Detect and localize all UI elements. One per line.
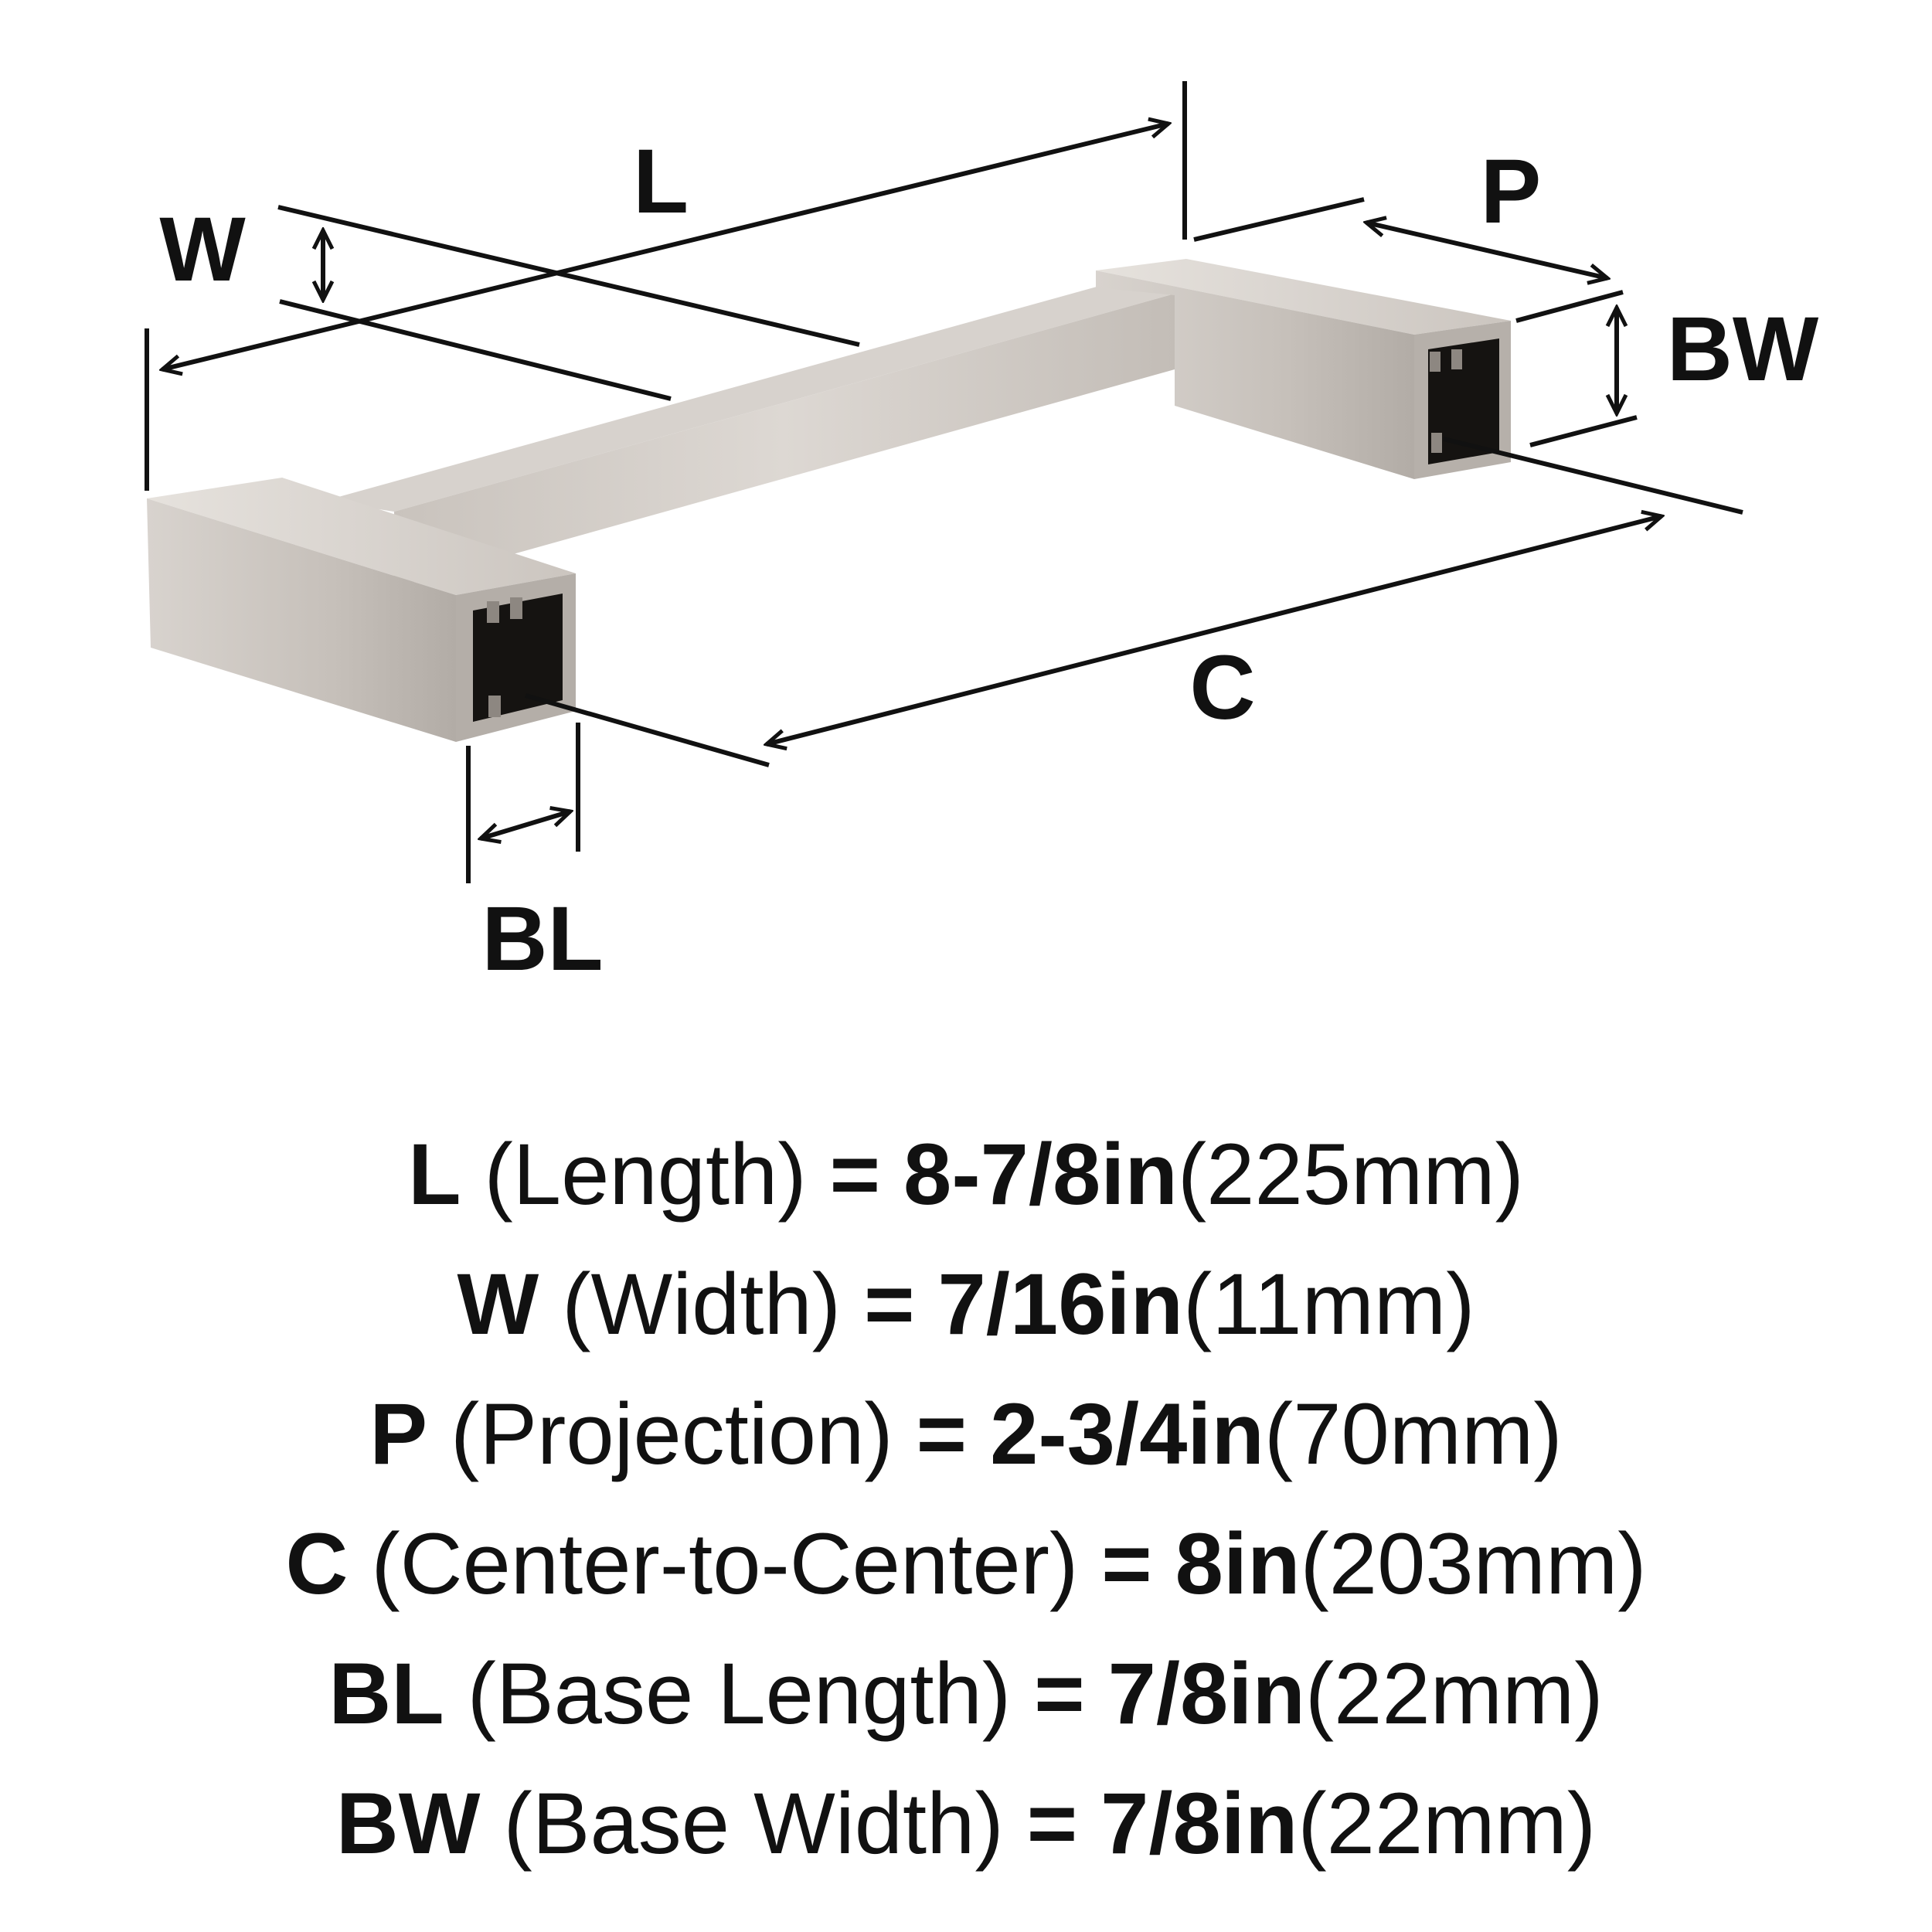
spec-row: C(Center-to-Center)=8in(203mm) [0,1514,1932,1644]
spec-equals: = [1026,1775,1078,1872]
p-extension [1193,197,1365,242]
label-p: P [1481,141,1542,243]
right-post-hole [1428,338,1499,464]
spec-equals: = [1034,1645,1085,1742]
c-extension-right [1443,437,1743,515]
right-post-top [1096,259,1511,335]
spec-row: W(Width)=7/16in(11mm) [0,1254,1932,1384]
bw-extension-top [1515,290,1624,323]
label-bl: BL [481,888,603,990]
spec-name: (Projection) [451,1386,893,1482]
spec-name: (Length) [484,1126,807,1223]
label-w: W [159,199,246,301]
spec-symbol: BW [335,1775,481,1872]
spec-metric: (225mm) [1177,1126,1524,1223]
w-extension-bottom [279,299,672,401]
p-dimension-arrow [1366,223,1607,278]
spec-name: (Width) [562,1256,842,1352]
spec-imperial: 8in [1175,1515,1301,1612]
c-dimension-arrow [767,516,1662,744]
c-extension-left [525,693,770,767]
dimension-lines [145,81,1743,883]
spec-row: L(Length)=8-7/8in(225mm) [0,1124,1932,1254]
l-dimension-arrow [162,124,1168,369]
spec-name: (Base Width) [503,1775,1004,1872]
spec-name: (Center-to-Center) [371,1515,1079,1612]
spec-row: P(Projection)=2-3/4in(70mm) [0,1384,1932,1514]
right-post-side [1096,270,1414,479]
bw-extension-bottom [1529,415,1638,447]
spec-imperial: 7/16in [937,1256,1184,1352]
spec-metric: (11mm) [1183,1256,1475,1352]
spec-equals: = [864,1256,915,1352]
spec-equals: = [1101,1515,1152,1612]
label-c: C [1189,637,1255,739]
spec-metric: (203mm) [1300,1515,1647,1612]
spec-symbol: C [285,1515,349,1612]
label-l: L [633,131,689,233]
label-bw: BW [1667,298,1819,400]
bl-dimension-arrow [481,811,570,838]
left-post-top [147,478,576,595]
w-extension-top [277,205,860,347]
spec-name: (Base Length) [467,1645,1012,1742]
spec-symbol: P [369,1386,428,1482]
spec-imperial: 8-7/8in [903,1126,1178,1223]
spec-symbol: L [408,1126,461,1223]
dimension-diagram: L W P BW C BL [145,81,1819,990]
towel-bar-product [147,259,1511,742]
spec-metric: (70mm) [1264,1386,1563,1482]
spec-row: BL(Base Length)=7/8in(22mm) [0,1644,1932,1774]
spec-imperial: 7/8in [1107,1645,1305,1742]
spec-metric: (22mm) [1304,1645,1604,1742]
spec-equals: = [916,1386,968,1482]
spec-row: BW(Base Width)=7/8in(22mm) [0,1774,1932,1903]
spec-equals: = [829,1126,881,1223]
spec-imperial: 2-3/4in [990,1386,1264,1482]
spec-symbol: BL [328,1645,444,1742]
bar-front-face [394,294,1175,587]
left-post-side [147,498,456,742]
spec-metric: (22mm) [1298,1775,1597,1872]
spec-symbol: W [457,1256,539,1352]
left-post-hole [473,594,563,722]
specification-list: L(Length)=8-7/8in(225mm)W(Width)=7/16in(… [0,1124,1932,1903]
spec-imperial: 7/8in [1100,1775,1298,1872]
